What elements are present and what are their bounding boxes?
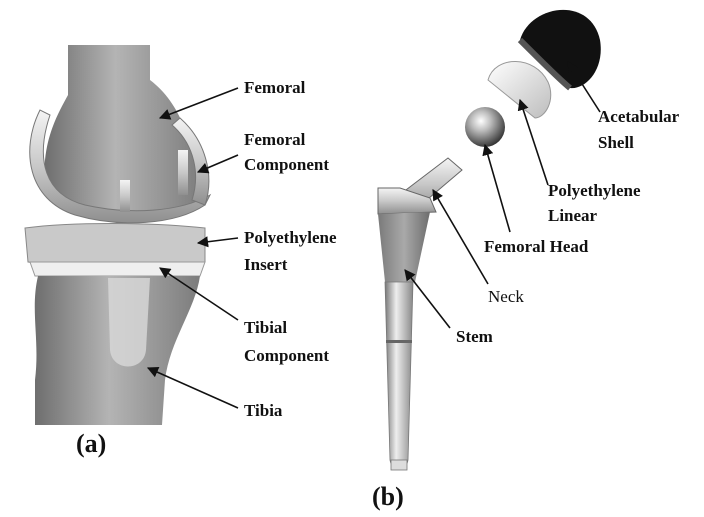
caption-b: (b) [372,482,404,511]
label-polyethylene-linear-line1: Polyethylene [548,181,641,200]
label-polyethylene-linear-line2: Linear [548,206,598,225]
stem-tip [391,460,407,470]
femoral-peg-right [178,150,188,195]
femoral-peg-left [120,180,130,212]
tibial-component-tray [30,262,205,276]
knee-implant-illustration [25,45,210,425]
tibial-stem [108,278,150,367]
stem-rod [385,282,413,469]
labels-panel-b: Acetabular Shell Polyethylene Linear Fem… [372,107,680,511]
arrow-femoral-head [485,145,510,232]
label-neck: Neck [488,287,524,306]
caption-a: (a) [76,429,106,458]
label-tibia: Tibia [244,401,283,420]
label-femoral: Femoral [244,78,306,97]
label-femoral-head: Femoral Head [484,237,589,256]
polyethylene-liner-shape [488,61,551,118]
polyethylene-insert [25,224,205,267]
femoral-head-ball [465,107,505,147]
label-femoral-component-line2: Component [244,155,329,174]
label-tibial-component-line2: Component [244,346,329,365]
stem-body [378,212,430,282]
label-polyethylene-insert-line1: Polyethylene [244,228,337,247]
label-acetabular-shell-line1: Acetabular [598,107,680,126]
stem-band [386,340,412,343]
label-acetabular-shell-line2: Shell [598,133,634,152]
label-femoral-component-line1: Femoral [244,130,306,149]
label-stem: Stem [456,327,493,346]
label-polyethylene-insert-line2: Insert [244,255,288,274]
arrow-neck [433,190,488,284]
label-tibial-component-line1: Tibial [244,318,287,337]
arrow-femoral [160,88,238,118]
